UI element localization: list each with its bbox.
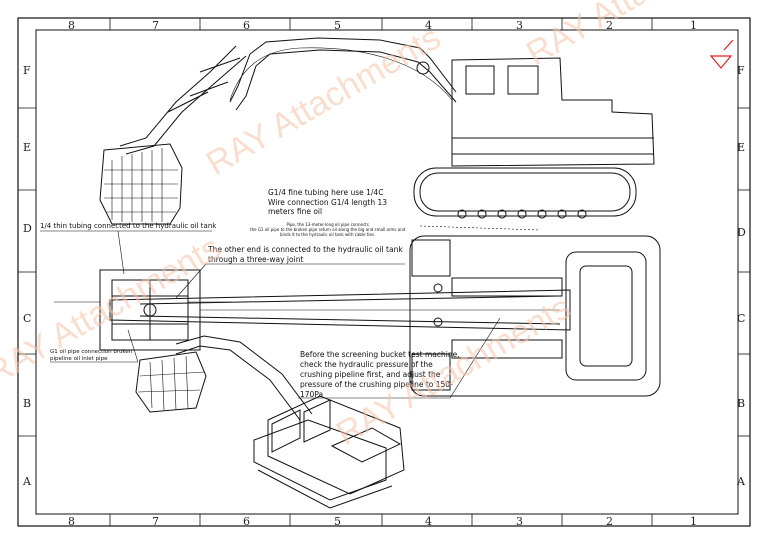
zone-column-8-top: 8 [68,19,75,32]
note-pipe-connection-small: Pipe, the 13-meter-long oil pipe connect… [250,222,406,237]
zone-column-5-top: 5 [334,19,341,32]
zone-ticks [18,18,750,526]
zone-row-f-left: F [23,64,31,77]
zone-column-5-bottom: 5 [334,515,341,528]
zone-column-7-bottom: 7 [152,515,159,528]
zone-row-c-left: C [23,312,32,325]
excavator-plan-view [54,235,661,397]
note-g1-oil-pipe: G1 oil pipe connection broken pipeline o… [50,349,133,362]
note-fine-tubing: G1/4 fine tubing here use 1/4C Wire conn… [268,188,388,216]
excavator-side-view [99,37,655,225]
zone-row-d-left: D [23,222,32,235]
zone-column-6-bottom: 6 [243,515,250,528]
zone-column-7-top: 7 [152,19,159,32]
leader-lines [40,225,541,399]
note-thin-tubing: 1/4 thin tubing connected to the hydraul… [40,222,217,230]
zone-row-b-left: B [23,397,32,410]
zone-column-2-bottom: 2 [606,515,613,528]
zone-row-c-right: C [737,312,746,325]
note-other-end-three-way-joint: The other end is connected to the hydrau… [208,245,403,264]
zone-row-b-right: B [737,397,746,410]
zone-column-1-bottom: 1 [690,515,697,528]
zone-column-4-top: 4 [425,19,432,32]
outer-border [17,17,751,527]
zone-row-f-right: F [737,64,745,77]
zone-column-3-bottom: 3 [516,515,523,528]
zone-row-e-right: E [737,141,746,154]
zone-column-1-top: 1 [690,19,697,32]
excavator-perspective-view [135,335,405,509]
zone-row-e-left: E [23,141,32,154]
revision-triangle-icon [709,39,734,69]
inner-border [35,29,739,515]
zone-column-6-top: 6 [243,19,250,32]
note-pressure-check: Before the screening bucket test machine… [300,350,460,399]
zone-row-a-right: A [737,475,745,488]
zone-column-2-top: 2 [606,19,613,32]
zone-row-d-right: D [737,226,746,239]
zone-column-3-top: 3 [516,19,523,32]
zone-column-8-bottom: 8 [68,515,75,528]
zone-row-a-left: A [23,475,31,488]
zone-column-4-bottom: 4 [425,515,432,528]
